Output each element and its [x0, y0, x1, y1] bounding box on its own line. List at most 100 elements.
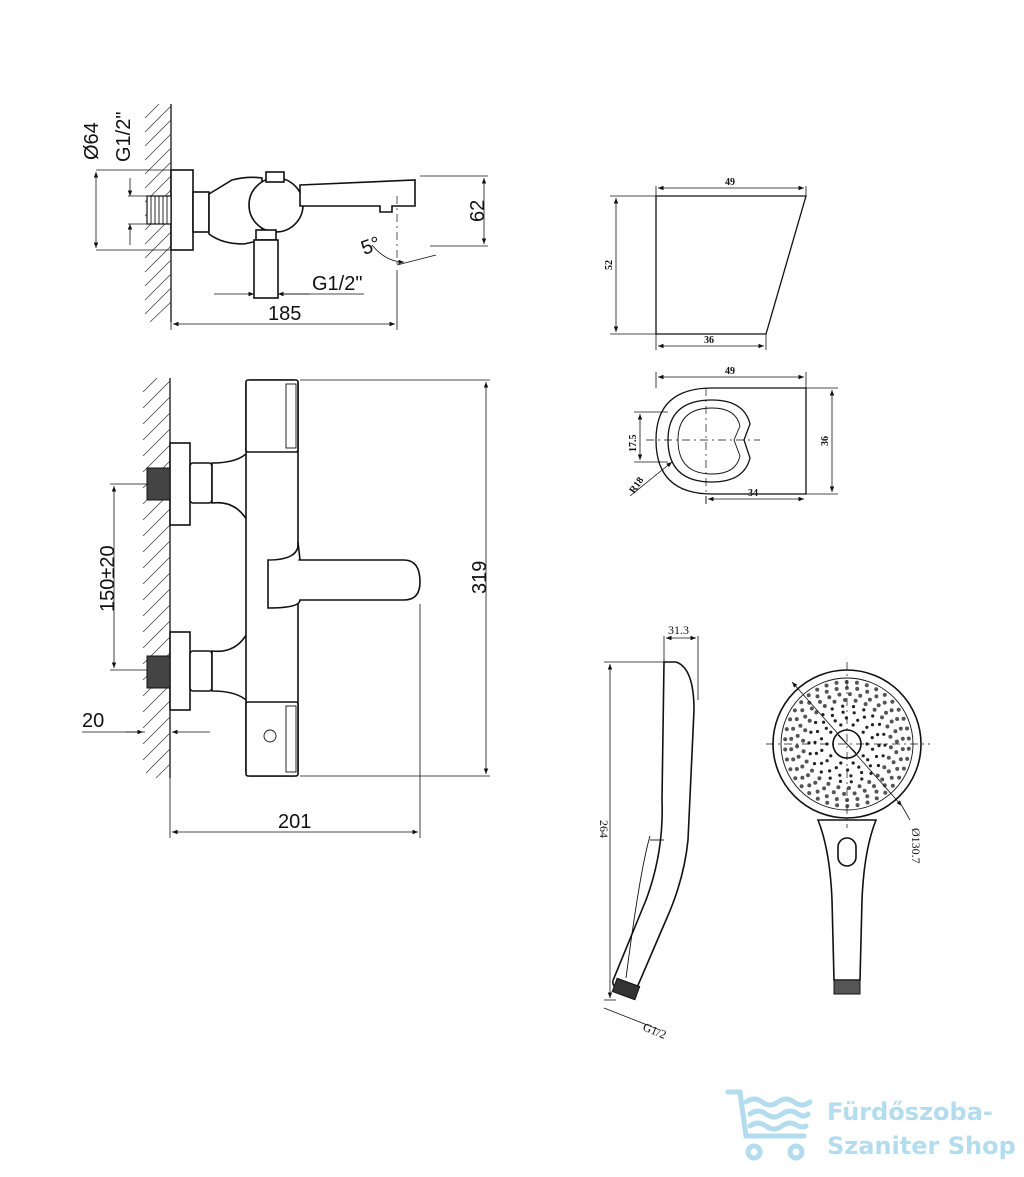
nozzle-dot	[901, 716, 906, 721]
handshower-thread: G1/2	[641, 1020, 668, 1042]
nozzle-dot	[872, 707, 877, 712]
nozzle-dot	[794, 717, 799, 722]
nozzle-dot	[831, 790, 836, 795]
nozzle-dot	[793, 776, 798, 781]
nozzle-dot	[819, 761, 824, 765]
dim-thread-top: G1/2"	[113, 112, 135, 162]
nozzle-dot	[862, 788, 867, 793]
nozzle-dot	[806, 773, 810, 778]
handshower-front-view: Ø130.7	[766, 662, 930, 995]
nozzle-dot	[858, 693, 863, 698]
nozzle-dot	[828, 769, 832, 773]
nozzle-dot	[844, 716, 849, 720]
nozzle-dot	[847, 692, 852, 697]
handshower-length: 264	[597, 820, 611, 838]
nozzle-dot	[893, 729, 898, 734]
nozzle-dot	[856, 718, 860, 722]
nozzle-dot	[839, 723, 843, 727]
nozzle-dot	[832, 699, 837, 704]
nozzle-dot	[799, 784, 804, 789]
nozzle-dot	[801, 749, 806, 754]
nozzle-dot	[888, 745, 893, 750]
nozzle-dot	[853, 698, 858, 703]
nozzle-dot	[861, 754, 865, 758]
nozzle-dot	[812, 762, 817, 766]
nozzle-dot	[834, 766, 838, 770]
nozzle-dot	[906, 746, 911, 751]
nozzle-dot	[836, 785, 841, 790]
nozzle-dot	[815, 729, 820, 734]
nozzle-dot	[855, 686, 860, 691]
nozzle-dot	[791, 757, 796, 762]
nozzle-dot	[884, 710, 888, 715]
logo-line-2: Szaniter Shop	[827, 1132, 1016, 1160]
nozzle-dot	[855, 803, 860, 808]
nozzle-dot	[830, 707, 834, 711]
nozzle-dot	[851, 761, 855, 765]
nozzle-dot	[877, 744, 881, 748]
nozzle-dot	[877, 722, 882, 727]
nozzle-dot	[838, 779, 843, 784]
nozzle-dot	[889, 708, 894, 713]
nozzle-dot	[817, 776, 822, 781]
dim-spacing: 150±20	[97, 545, 119, 612]
nozzle-dot	[841, 710, 845, 714]
dim-thread-bottom: G1/2"	[312, 273, 362, 295]
nozzle-dot	[882, 692, 887, 697]
dim-depth: 185	[268, 303, 301, 325]
shop-logo: Fürdőszoba- Szaniter Shop	[724, 1086, 1016, 1164]
nozzle-dot	[815, 694, 820, 699]
nozzle-dot	[807, 718, 812, 723]
nozzle-dot	[788, 767, 793, 772]
nozzle-dot	[789, 736, 794, 741]
holder-side-top: 49	[725, 177, 735, 188]
nozzle-dot	[846, 768, 850, 772]
nozzle-dot	[824, 683, 829, 688]
holder-top-radius: R18	[627, 475, 646, 495]
nozzle-dot	[825, 800, 830, 805]
nozzle-dot	[847, 786, 851, 790]
nozzle-dot	[851, 705, 856, 709]
nozzle-dot	[894, 750, 899, 755]
nozzle-dot	[900, 747, 905, 752]
nozzle-dot	[888, 734, 893, 739]
nozzle-dot	[886, 769, 891, 774]
side-view: Ø64 G1/2" 62 5° G1/2" 185	[81, 103, 489, 330]
nozzle-dot	[886, 755, 891, 760]
nozzle-dot	[819, 737, 824, 741]
nozzle-dot	[860, 770, 864, 775]
nozzle-dot	[806, 693, 811, 698]
nozzle-dot	[799, 700, 804, 705]
nozzle-dot	[857, 784, 862, 789]
nozzle-dot	[795, 733, 800, 738]
nozzle-dot	[882, 732, 886, 736]
nozzle-dot	[896, 707, 901, 712]
dim-diameter: Ø64	[81, 122, 103, 160]
holder-top-bottom: 34	[748, 488, 758, 499]
nozzle-dot	[849, 780, 853, 784]
handshower-side-view: 31.3 264 G1/2	[597, 623, 699, 1042]
nozzle-dot	[906, 736, 911, 741]
logo-line-1: Fürdőszoba-	[827, 1098, 993, 1126]
dim-width: 201	[278, 811, 311, 833]
nozzle-dot	[783, 737, 788, 742]
nozzle-dot	[824, 726, 828, 730]
nozzle-dot	[881, 754, 885, 758]
holder-top-view: 49 36 34 17.5 R18	[627, 366, 838, 504]
nozzle-dot	[885, 724, 890, 729]
nozzle-dot	[865, 725, 869, 729]
nozzle-dot	[861, 730, 865, 734]
nozzle-dot	[867, 697, 872, 702]
nozzle-dot	[824, 794, 829, 799]
nozzle-dot	[834, 680, 839, 685]
nozzle-dot	[807, 783, 812, 788]
nozzle-dot	[880, 715, 884, 720]
nozzle-dot	[822, 720, 826, 724]
nozzle-dot	[813, 780, 818, 785]
nozzle-dot	[804, 759, 809, 764]
nozzle-dot	[809, 706, 814, 711]
nozzle-dot	[895, 766, 900, 771]
nozzle-dot	[800, 764, 805, 769]
nozzle-dot	[883, 790, 888, 795]
nozzle-dot	[864, 683, 869, 688]
